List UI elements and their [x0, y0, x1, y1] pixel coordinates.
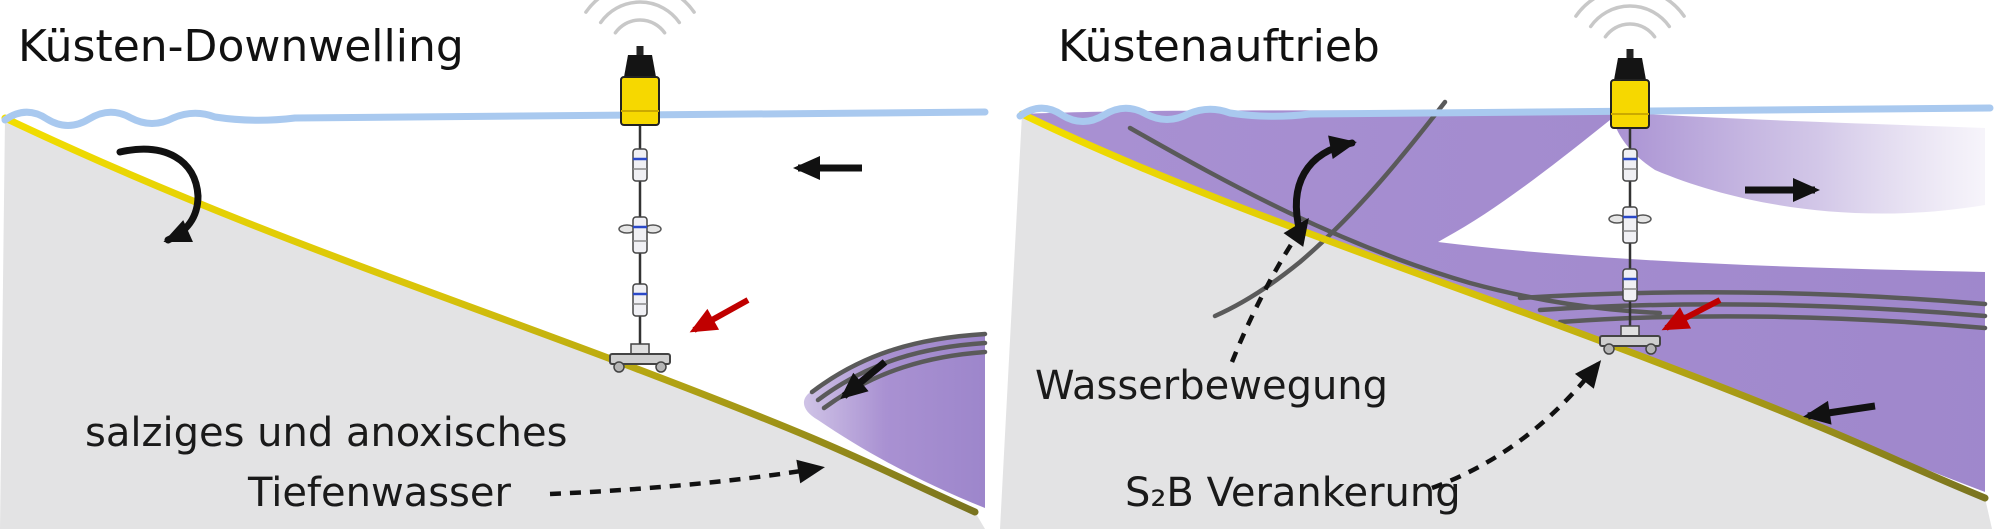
seafloor-slope-line [1, 114, 979, 516]
sensor-upper [631, 147, 649, 183]
sensor-lower [631, 282, 649, 318]
water-surface-line [1, 108, 989, 129]
surface-plume-fading [1612, 112, 1985, 214]
sensor-lower [1621, 267, 1639, 303]
sensor-middle [617, 215, 663, 255]
water-surface-line [1016, 104, 1994, 125]
sensor-pointer-red-arrow [1661, 297, 1722, 331]
upwelling-circulation-arrow [1292, 135, 1357, 236]
left-panel-title: Küsten-Downwelling [18, 21, 464, 72]
water-movement-label: Wasserbewegung [1035, 363, 1389, 409]
surface-buoy [1610, 48, 1650, 129]
downwelling-circulation-arrow [116, 145, 202, 244]
water-movement-label-pointer [1229, 217, 1309, 363]
mooring-label-pointer [1431, 360, 1602, 491]
mooring-buoy [1599, 48, 1661, 355]
signal-arcs-icon [584, 0, 696, 35]
sensor-upper [1621, 147, 1639, 183]
surface-buoy [620, 45, 660, 126]
mooring-label: S₂B Verankerung [1125, 470, 1461, 516]
deep-water-label-line2: Tiefenwasser [248, 470, 511, 516]
right-panel-title: Küstenauftrieb [1058, 21, 1380, 72]
deep-water-label-line1: salziges und anoxisches [85, 410, 568, 456]
flow-streamlines [1127, 99, 1988, 331]
downwelling-panel [0, 0, 989, 529]
mooring-buoy [609, 45, 671, 373]
land-fill [1000, 114, 1992, 529]
land-fill [0, 118, 985, 529]
deep-inflow-arrow [1803, 400, 1876, 425]
upwelling-panel [1000, 0, 1994, 529]
sensor-pointer-red-arrow [689, 297, 750, 333]
signal-arcs-icon [1574, 0, 1686, 39]
seafloor-slope-line [1018, 110, 1989, 502]
deep-water-inflow-arrow [840, 359, 888, 400]
sensor-middle [1607, 205, 1653, 245]
